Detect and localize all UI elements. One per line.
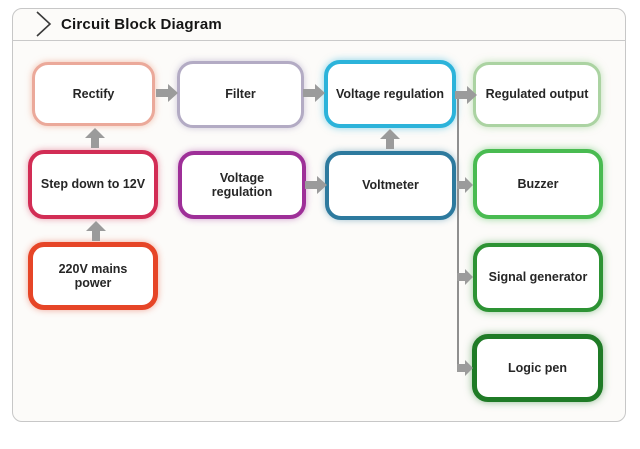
arrow-line-to-logic-pen-icon (457, 360, 473, 376)
block-buzzer: Buzzer (473, 149, 603, 219)
block-filter: Filter (177, 61, 304, 128)
chevron-right-icon (36, 11, 52, 37)
block-voltage-regulation-top: Voltage regulation (324, 60, 456, 128)
arrow-stepdown-to-rectify-icon (85, 128, 105, 148)
block-voltage-regulation-mid: Voltage regulation (178, 151, 306, 219)
arrow-rectify-to-filter-icon (156, 84, 178, 102)
arrow-voltmeter-to-regulation-icon (380, 129, 400, 149)
arrow-line-to-buzzer-icon (457, 177, 473, 193)
block-logic-pen: Logic pen (472, 334, 603, 402)
block-rectify: Rectify (32, 62, 155, 126)
block-regulated-output: Regulated output (473, 62, 601, 127)
panel-header: Circuit Block Diagram (12, 8, 626, 41)
block-220v-mains-power: 220V mains power (28, 242, 158, 310)
block-voltmeter: Voltmeter (325, 151, 456, 220)
arrow-mains-to-stepdown-icon (86, 221, 106, 241)
arrow-filter-to-regulation-icon (303, 84, 325, 102)
arrow-regulation-to-voltmeter-icon (305, 176, 327, 194)
arrow-line-to-signal-generator-icon (457, 269, 473, 285)
arrow-regulation-to-output-icon (455, 86, 477, 104)
page-title: Circuit Block Diagram (61, 15, 222, 33)
distribution-line (457, 95, 459, 369)
block-signal-generator: Signal generator (473, 243, 603, 312)
block-step-down-to-12v: Step down to 12V (28, 150, 158, 219)
